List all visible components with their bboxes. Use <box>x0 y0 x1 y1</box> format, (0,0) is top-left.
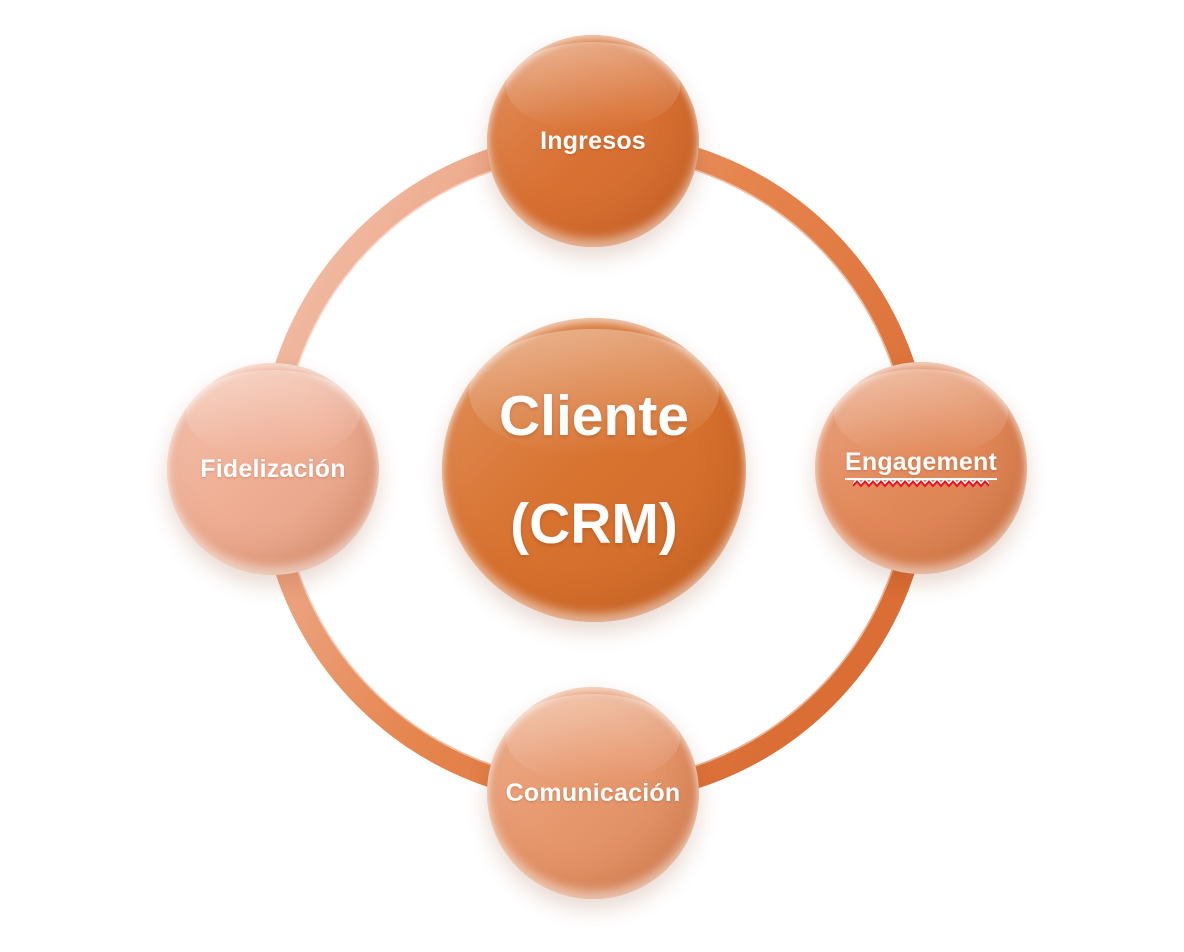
node-label-ingresos: Ingresos <box>540 126 646 155</box>
node-label-fidelizacion: Fidelización <box>200 454 346 483</box>
node-fidelizacion: Fidelización <box>167 363 379 575</box>
node-engagement: Engagement <box>815 362 1027 574</box>
node-label-engagement-wrap: Engagement <box>844 448 998 489</box>
node-label-comunicacion: Comunicación <box>505 778 681 807</box>
center-label-line2: (CRM) <box>510 492 678 556</box>
spellcheck-squiggle <box>853 478 989 488</box>
center-label-line1: Cliente <box>498 384 690 448</box>
center-node-label: Cliente (CRM) <box>499 362 689 578</box>
node-label-engagement: Engagement <box>844 448 998 480</box>
node-comunicacion: Comunicación <box>487 687 699 899</box>
center-node-cliente-crm: Cliente (CRM) <box>442 318 746 622</box>
node-ingresos: Ingresos <box>487 35 699 247</box>
